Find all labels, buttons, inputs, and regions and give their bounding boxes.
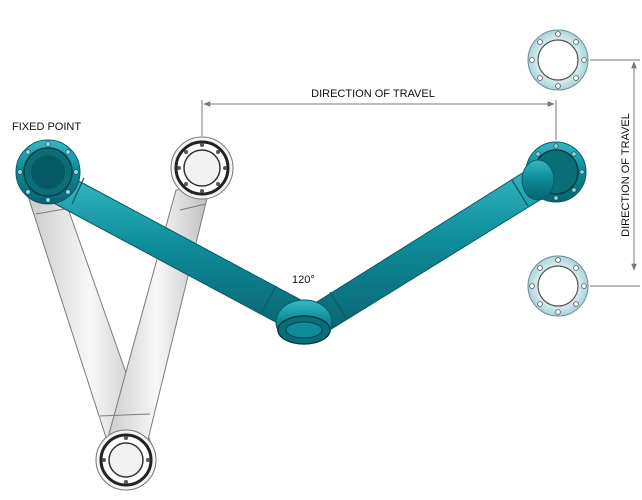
direction-of-travel-horizontal-label: DIRECTION OF TRAVEL bbox=[311, 88, 435, 100]
dimension-lines bbox=[201, 59, 640, 287]
flange-position-upper-icon bbox=[527, 29, 589, 91]
ghost-flange-top-icon bbox=[170, 136, 234, 200]
pipe-elbow-icon bbox=[275, 299, 333, 345]
ghost-pipe-joint-line bbox=[99, 413, 151, 417]
fixed-point-label: FIXED POINT bbox=[12, 121, 81, 133]
flange-position-lower-icon bbox=[527, 255, 589, 317]
pipe-assembly bbox=[15, 139, 587, 345]
pipe-joint-line bbox=[511, 179, 529, 207]
moving-end-flange-icon bbox=[521, 141, 587, 203]
fixed-point-flange-icon bbox=[15, 139, 81, 205]
pipe-joint-line bbox=[261, 285, 277, 313]
pipe-joint-line bbox=[71, 177, 85, 205]
pipe-joint-line bbox=[329, 291, 347, 319]
angle-label: 120° bbox=[292, 274, 315, 286]
pipe-segment-right bbox=[303, 161, 557, 337]
direction-of-travel-vertical-label: DIRECTION OF TRAVEL bbox=[620, 113, 632, 237]
ghost-pipe-joint-line bbox=[179, 203, 207, 211]
ghost-elbow-flange-icon bbox=[95, 429, 157, 491]
